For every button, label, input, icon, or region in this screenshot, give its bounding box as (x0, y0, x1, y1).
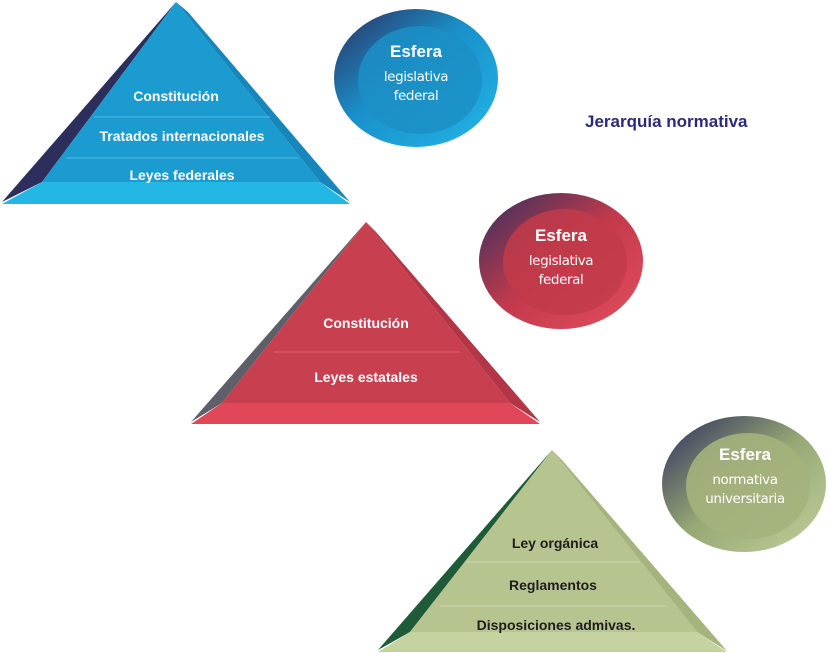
pyramid-university-level: Disposiciones admivas. (476, 617, 636, 633)
pyramid-university-level: Reglamentos (509, 577, 597, 593)
pyramid-university-face (410, 450, 697, 632)
pyramid-federal-base (2, 182, 350, 204)
sphere-state-subtitle: legislativa federal (496, 252, 626, 290)
sphere-federal-heading: Esfera (390, 42, 442, 61)
sphere-state-core (503, 209, 627, 315)
sphere-state-line: federal (538, 272, 584, 288)
pyramid-state-base (191, 403, 540, 424)
sphere-federal-subtitle: legislativa federal (351, 68, 481, 106)
sphere-university (662, 416, 826, 552)
sphere-university-subtitle: normativa universitaria (680, 471, 810, 509)
sphere-state (479, 193, 643, 329)
sphere-university-core (686, 433, 810, 539)
sphere-university-line: universitaria (705, 491, 785, 507)
pyramid-state-dark-side (191, 222, 366, 422)
pyramid-university-level: Ley orgánica (511, 535, 599, 551)
pyramid-state-level: Constitución (323, 315, 409, 331)
pyramid-federal-face (42, 2, 320, 182)
pyramid-university (378, 450, 727, 652)
pyramid-federal (2, 2, 350, 204)
sphere-federal-line: federal (393, 88, 439, 104)
pyramid-federal-level: Constitución (133, 88, 219, 104)
sphere-federal-core (358, 26, 482, 134)
sphere-university-heading: Esfera (719, 445, 771, 464)
pyramid-federal-level: Tratados internacionales (99, 128, 265, 144)
pyramid-university-right-shade (552, 450, 727, 651)
sphere-federal (334, 9, 498, 147)
sphere-state-line: legislativa (528, 253, 594, 269)
sphere-university-line: normativa (712, 472, 778, 488)
pyramid-state (191, 222, 540, 424)
pyramid-state-level: Leyes estatales (314, 369, 418, 385)
pyramid-federal-level: Leyes federales (129, 167, 235, 183)
page-title: Jerarquía normativa (585, 112, 748, 131)
pyramid-state-right-shade (366, 222, 540, 422)
pyramid-state-face (222, 222, 510, 403)
pyramid-university-dark-side (378, 450, 552, 650)
pyramid-federal-dark-side (2, 2, 176, 202)
sphere-state-heading: Esfera (535, 226, 587, 245)
pyramid-university-base (378, 632, 727, 652)
sphere-federal-line: legislativa (383, 69, 449, 85)
pyramid-federal-right-shade (176, 2, 350, 202)
